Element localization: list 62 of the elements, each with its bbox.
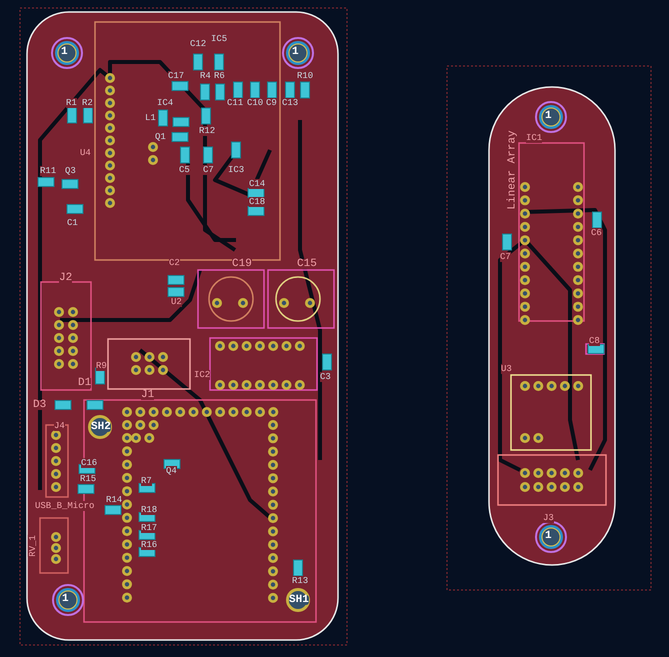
reference-designator: C1 <box>67 218 78 228</box>
pad-number: 1 <box>62 594 69 604</box>
reference-designator: C2 <box>169 258 180 268</box>
reference-designator: R7 <box>141 476 152 486</box>
reference-designator: IC4 <box>157 98 174 108</box>
reference-designator: C13 <box>282 98 298 108</box>
reference-designator: R6 <box>214 71 225 81</box>
reference-designator: IC1 <box>526 133 542 143</box>
reference-designator: R1 <box>66 98 77 108</box>
reference-designator: C8 <box>589 336 600 346</box>
reference-designator: J4 <box>54 421 65 431</box>
reference-designator: IC3 <box>228 165 244 175</box>
reference-designator: C7 <box>203 165 214 175</box>
reference-designator: D1 <box>78 378 92 388</box>
reference-designator: D3 <box>33 400 46 410</box>
pad-number: 1 <box>61 47 68 57</box>
reference-designator: R17 <box>141 523 158 533</box>
reference-designator: C6 <box>591 228 602 238</box>
reference-designator: R12 <box>199 126 216 136</box>
reference-designator: R14 <box>106 495 122 505</box>
reference-designator: R9 <box>96 361 107 371</box>
reference-designator: C5 <box>179 165 190 175</box>
reference-designator: C15 <box>297 259 317 269</box>
reference-designator: J3 <box>543 513 554 523</box>
reference-designator: Q4 <box>166 466 177 476</box>
pad-number: SH1 <box>289 595 309 605</box>
reference-designator: C10 <box>247 98 264 108</box>
reference-designator: R4 <box>200 71 211 81</box>
reference-designator: C16 <box>81 458 98 468</box>
reference-designator: J1 <box>141 390 154 400</box>
reference-designator: IC2 <box>194 370 210 380</box>
reference-designator: C7 <box>500 252 511 262</box>
reference-designator: U2 <box>171 297 182 307</box>
reference-designator: R11 <box>40 166 56 176</box>
pad-number: 1 <box>545 531 552 541</box>
reference-designator: C12 <box>190 39 206 49</box>
reference-designator: J2 <box>59 273 72 283</box>
reference-designator: C3 <box>320 372 331 382</box>
reference-designator: R13 <box>292 576 308 586</box>
reference-designator: C14 <box>249 179 266 189</box>
reference-designator: C17 <box>168 71 184 81</box>
reference-designator: L1 <box>145 113 156 123</box>
reference-designator: U4 <box>80 148 91 158</box>
reference-designator: R2 <box>82 98 93 108</box>
reference-designator: R18 <box>141 505 158 515</box>
reference-designator: USB_B_Micro <box>35 501 94 511</box>
reference-designator: U3 <box>501 364 512 374</box>
reference-designator: R10 <box>297 71 314 81</box>
reference-designator: Linear Array <box>508 130 518 210</box>
reference-designator: C9 <box>266 98 277 108</box>
reference-designator: Q1 <box>155 132 166 142</box>
reference-designator: RV_1 <box>28 535 38 557</box>
reference-designator: R16 <box>141 540 158 550</box>
reference-designator: R15 <box>80 474 96 484</box>
pad-number: 1 <box>545 111 552 121</box>
reference-designator: Q3 <box>65 166 76 176</box>
pad-number: SH2 <box>91 422 111 432</box>
reference-designator: IC5 <box>211 34 228 44</box>
reference-designator: C11 <box>227 98 244 108</box>
reference-designator: C19 <box>232 259 252 269</box>
pad-number: 1 <box>292 47 299 57</box>
reference-designator: C18 <box>249 197 266 207</box>
